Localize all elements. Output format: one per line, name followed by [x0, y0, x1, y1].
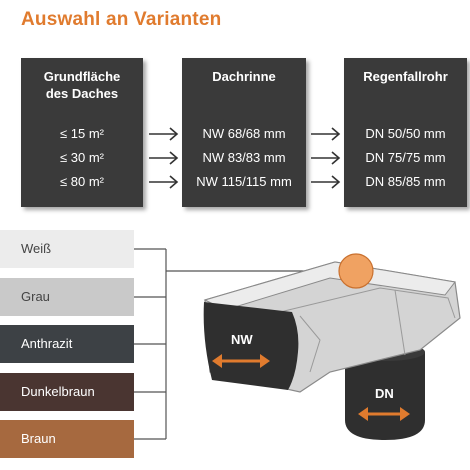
arrow-icon [149, 127, 179, 141]
roof-area-row: ≤ 15 m² [60, 126, 104, 141]
color-swatch-anthrazit: Anthrazit [0, 325, 134, 363]
arrow-icon [311, 151, 341, 165]
color-swatch-grau: Grau [0, 278, 134, 316]
dn-double-arrow-icon [358, 407, 410, 421]
roof-area-header-line1: Grundfläche [43, 69, 121, 84]
gutter-illustration [203, 261, 461, 393]
gutter-nw-label: NW [231, 332, 253, 347]
gutter-row: NW 115/115 mm [196, 174, 292, 189]
roof-area-row: ≤ 30 m² [60, 150, 104, 165]
downpipe-box: Regenfallrohr DN 50/50 mm DN 75/75 mm DN… [344, 58, 467, 207]
arrows [149, 127, 341, 189]
downpipe-row: DN 50/50 mm [365, 126, 446, 141]
gutter-row: NW 68/68 mm [202, 126, 286, 141]
color-swatch-dunkelbraun: Dunkelbraun [0, 373, 134, 411]
gutter-header: Dachrinne [212, 69, 276, 84]
downpipe-row: DN 75/75 mm [365, 150, 446, 165]
color-swatch-weiss: Weiß [0, 230, 134, 268]
downpipe-row: DN 85/85 mm [365, 174, 446, 189]
marker-circle [338, 253, 374, 289]
gutter-row: NW 83/83 mm [202, 150, 286, 165]
page-title: Auswahl an Varianten [21, 9, 222, 30]
color-swatch-braun: Braun [0, 420, 134, 458]
arrow-icon [149, 151, 179, 165]
downpipe-header: Regenfallrohr [363, 69, 448, 84]
arrow-icon [311, 175, 341, 189]
arrow-icon [311, 127, 341, 141]
roof-area-header-line2: des Daches [45, 86, 119, 101]
gutter-box: Dachrinne NW 68/68 mm NW 83/83 mm NW 115… [182, 58, 306, 207]
roof-area-row: ≤ 80 m² [60, 174, 104, 189]
nw-double-arrow-icon [212, 354, 270, 368]
roof-area-box: Grundfläche des Daches ≤ 15 m² ≤ 30 m² ≤… [21, 58, 143, 207]
pipe-dn-label: DN [375, 386, 394, 401]
arrow-icon [149, 175, 179, 189]
